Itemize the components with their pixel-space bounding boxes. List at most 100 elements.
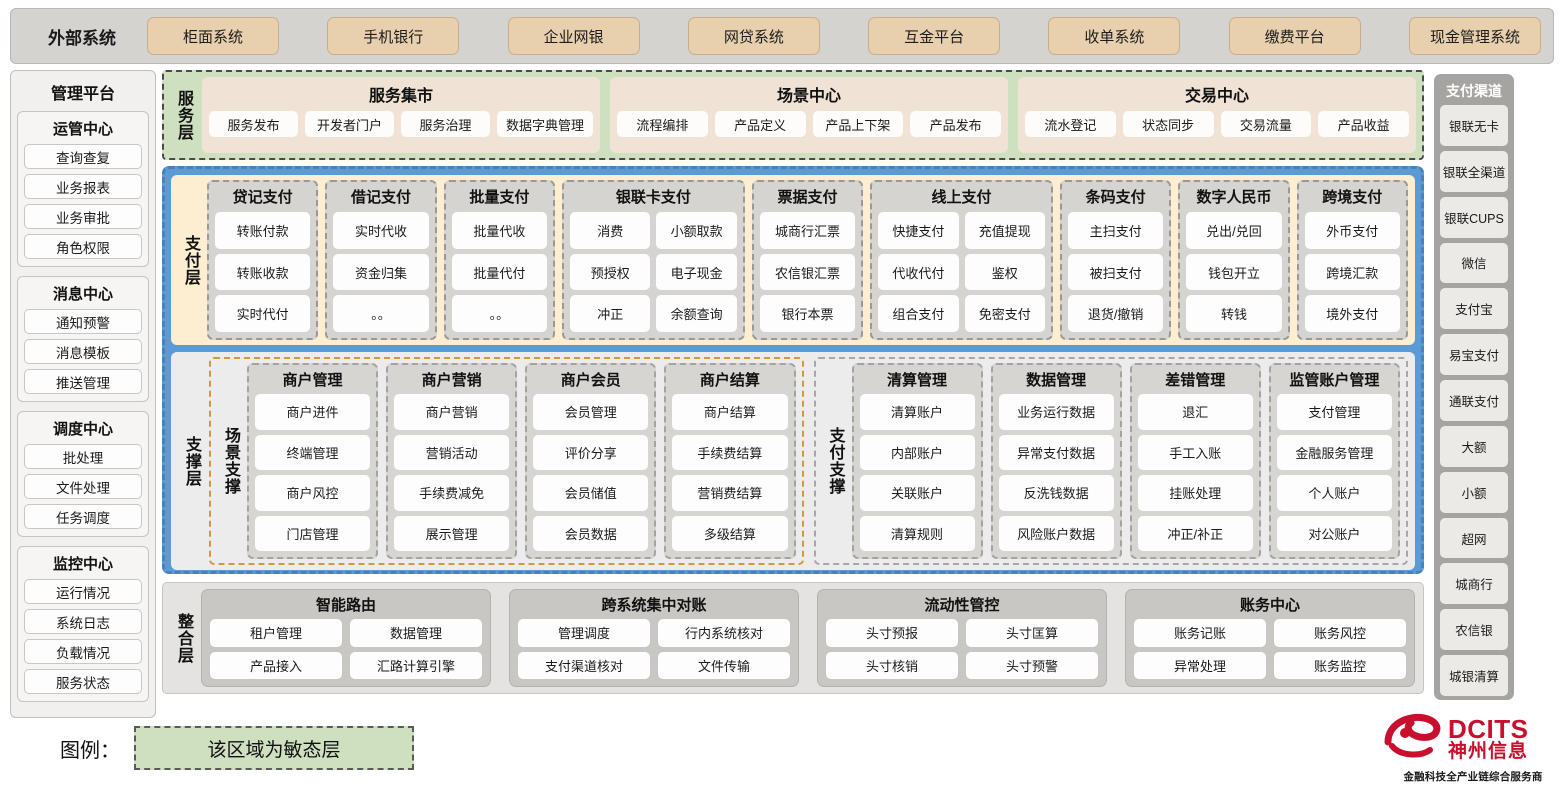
payment-cell[interactable]: 组合支付: [878, 295, 959, 333]
service-chip[interactable]: 产品定义: [714, 111, 806, 137]
support-cell[interactable]: 清算账户: [859, 394, 975, 430]
integration-cell[interactable]: 文件传输: [658, 651, 790, 679]
payment-cell[interactable]: 农信银汇票: [759, 253, 856, 291]
payment-cell[interactable]: 跨境汇款: [1304, 253, 1400, 291]
support-cell[interactable]: 挂账处理: [1137, 475, 1253, 511]
support-cell[interactable]: 退汇: [1137, 394, 1253, 430]
payment-channel-item[interactable]: 通联支付: [1440, 380, 1508, 421]
admin-menu-item[interactable]: 系统日志: [24, 609, 142, 634]
payment-cell[interactable]: 资金归集: [333, 253, 429, 291]
integration-cell[interactable]: 管理调度: [518, 619, 650, 647]
payment-cell[interactable]: 小额取款: [656, 212, 737, 249]
payment-cell[interactable]: 。。: [333, 295, 429, 333]
payment-cell[interactable]: 主扫支付: [1067, 212, 1164, 249]
payment-cell[interactable]: 实时代付: [215, 295, 311, 333]
payment-cell[interactable]: 钱包开立: [1186, 253, 1282, 291]
admin-menu-item[interactable]: 文件处理: [24, 474, 142, 499]
service-chip[interactable]: 服务发布: [209, 111, 298, 137]
support-cell[interactable]: 多级结算: [672, 515, 788, 551]
support-cell[interactable]: 个人账户: [1276, 475, 1392, 511]
external-system-chip[interactable]: 互金平台: [868, 17, 1001, 55]
admin-menu-item[interactable]: 负载情况: [24, 639, 142, 664]
support-cell[interactable]: 手工入账: [1137, 434, 1253, 470]
integration-cell[interactable]: 异常处理: [1134, 651, 1266, 679]
service-chip[interactable]: 状态同步: [1122, 111, 1214, 137]
support-cell[interactable]: 会员管理: [533, 394, 649, 430]
payment-channel-item[interactable]: 超网: [1440, 517, 1508, 559]
admin-menu-item[interactable]: 查询查复: [24, 144, 142, 169]
support-cell[interactable]: 营销活动: [394, 434, 510, 470]
support-cell[interactable]: 关联账户: [859, 475, 975, 511]
support-cell[interactable]: 冲正/补正: [1137, 515, 1253, 551]
admin-menu-item[interactable]: 业务审批: [24, 204, 142, 229]
service-chip[interactable]: 交易流量: [1220, 111, 1312, 137]
service-chip[interactable]: 产品收益: [1318, 111, 1409, 137]
support-cell[interactable]: 商户进件: [255, 394, 371, 430]
integration-cell[interactable]: 账务监控: [1274, 651, 1406, 679]
payment-cell[interactable]: 银行本票: [759, 295, 856, 333]
payment-channel-item[interactable]: 大额: [1440, 425, 1508, 467]
external-system-chip[interactable]: 缴费平台: [1228, 17, 1361, 55]
integration-cell[interactable]: 账务风控: [1274, 619, 1406, 647]
integration-cell[interactable]: 行内系统核对: [658, 619, 790, 647]
payment-cell[interactable]: 实时代收: [333, 212, 429, 249]
support-cell[interactable]: 营销费结算: [672, 475, 788, 511]
service-chip[interactable]: 开发者门户: [305, 111, 394, 137]
payment-cell[interactable]: 境外支付: [1304, 295, 1400, 333]
payment-channel-item[interactable]: 小额: [1440, 471, 1508, 513]
external-system-chip[interactable]: 网贷系统: [687, 17, 820, 55]
support-cell[interactable]: 金融服务管理: [1276, 434, 1392, 470]
service-chip[interactable]: 流水登记: [1025, 111, 1116, 137]
support-cell[interactable]: 业务运行数据: [998, 394, 1114, 430]
support-cell[interactable]: 支付管理: [1276, 394, 1392, 430]
support-cell[interactable]: 商户营销: [394, 394, 510, 430]
service-chip[interactable]: 流程编排: [617, 111, 708, 137]
support-cell[interactable]: 内部账户: [859, 434, 975, 470]
external-system-chip[interactable]: 收单系统: [1048, 17, 1181, 55]
payment-channel-item[interactable]: 银联全渠道: [1440, 150, 1508, 192]
integration-cell[interactable]: 支付渠道核对: [518, 651, 650, 679]
external-system-chip[interactable]: 柜面系统: [147, 17, 279, 55]
admin-menu-item[interactable]: 运行情况: [24, 579, 142, 604]
support-cell[interactable]: 手续费结算: [672, 434, 788, 470]
integration-cell[interactable]: 头寸匡算: [966, 619, 1098, 647]
external-system-chip[interactable]: 企业网银: [507, 17, 640, 55]
payment-cell[interactable]: 快捷支付: [878, 212, 959, 249]
payment-cell[interactable]: 退货/撤销: [1067, 295, 1164, 333]
support-cell[interactable]: 会员储值: [533, 475, 649, 511]
admin-menu-item[interactable]: 业务报表: [24, 174, 142, 199]
payment-channel-item[interactable]: 银联无卡: [1440, 105, 1508, 146]
support-cell[interactable]: 商户风控: [255, 475, 371, 511]
admin-menu-item[interactable]: 通知预警: [24, 309, 142, 334]
integration-cell[interactable]: 账务记账: [1134, 619, 1266, 647]
service-chip[interactable]: 产品上下架: [812, 111, 904, 137]
support-cell[interactable]: 展示管理: [394, 515, 510, 551]
admin-menu-item[interactable]: 任务调度: [24, 504, 142, 529]
payment-channel-item[interactable]: 微信: [1440, 242, 1508, 284]
payment-cell[interactable]: 冲正: [569, 295, 651, 333]
integration-cell[interactable]: 数据管理: [350, 619, 482, 647]
payment-cell[interactable]: 转账收款: [215, 253, 311, 291]
payment-cell[interactable]: 充值提现: [964, 212, 1045, 249]
payment-cell[interactable]: 转钱: [1186, 295, 1282, 333]
service-chip[interactable]: 产品发布: [910, 111, 1001, 137]
service-chip[interactable]: 数据字典管理: [497, 111, 594, 137]
integration-cell[interactable]: 产品接入: [210, 651, 342, 679]
support-cell[interactable]: 商户结算: [672, 394, 788, 430]
payment-cell[interactable]: 免密支付: [964, 295, 1045, 333]
support-cell[interactable]: 异常支付数据: [998, 434, 1114, 470]
payment-cell[interactable]: 批量代付: [451, 253, 547, 291]
payment-channel-item[interactable]: 易宝支付: [1440, 334, 1508, 376]
integration-cell[interactable]: 租户管理: [210, 619, 342, 647]
support-cell[interactable]: 清算规则: [859, 515, 975, 551]
payment-channel-item[interactable]: 支付宝: [1440, 288, 1508, 330]
payment-cell[interactable]: 转账付款: [215, 212, 311, 249]
support-cell[interactable]: 对公账户: [1276, 515, 1392, 551]
admin-menu-item[interactable]: 推送管理: [24, 369, 142, 394]
admin-menu-item[interactable]: 服务状态: [24, 669, 142, 694]
admin-menu-item[interactable]: 角色权限: [24, 234, 142, 259]
admin-menu-item[interactable]: 批处理: [24, 444, 142, 469]
payment-cell[interactable]: 鉴权: [964, 253, 1045, 291]
payment-cell[interactable]: 兑出/兑回: [1186, 212, 1282, 249]
payment-cell[interactable]: 代收代付: [878, 253, 959, 291]
